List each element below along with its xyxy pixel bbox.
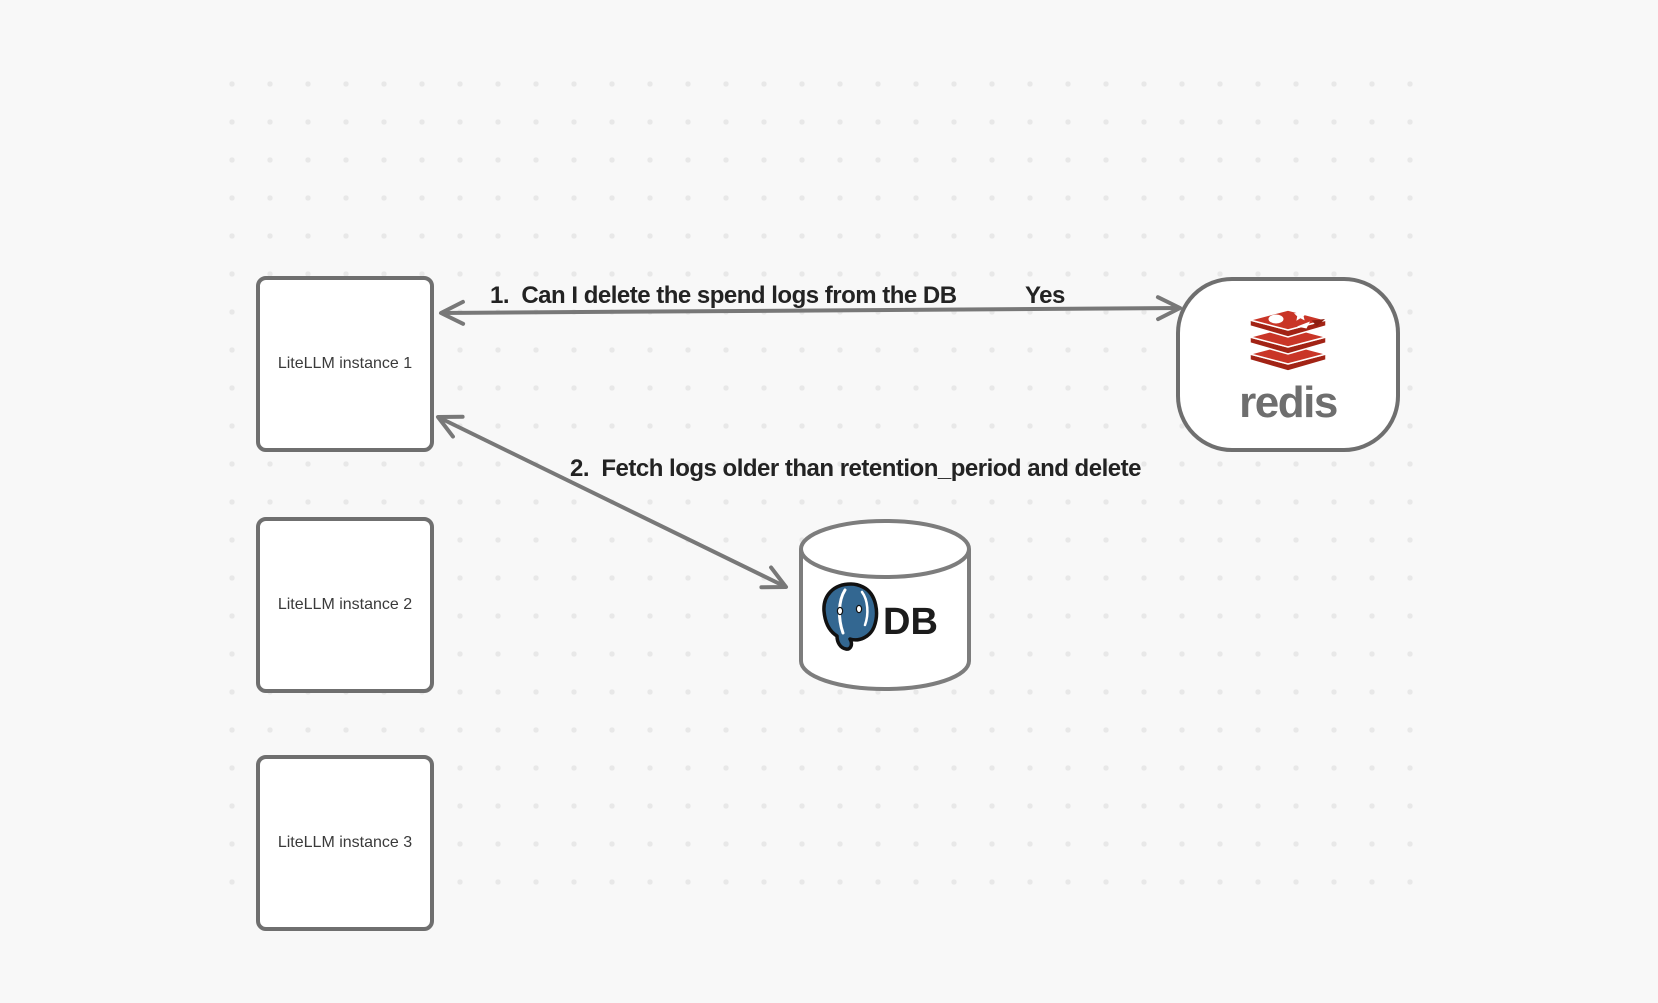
edge-1-answer: Yes	[1025, 282, 1065, 309]
postgresql-icon	[815, 581, 883, 658]
redis-logo-icon	[1247, 308, 1329, 379]
db-label: DB	[883, 601, 938, 643]
node-litellm-instance-3: LiteLLM instance 3	[256, 755, 434, 931]
edge-1-label: 1. Can I delete the spend logs from the …	[490, 282, 957, 309]
redis-wordmark: redis	[1239, 378, 1338, 427]
node-label: LiteLLM instance 3	[277, 834, 413, 851]
node-redis: redis	[1176, 277, 1400, 452]
node-litellm-instance-2: LiteLLM instance 2	[256, 517, 434, 693]
node-label: LiteLLM instance 2	[277, 596, 413, 613]
node-litellm-instance-1: LiteLLM instance 1	[256, 276, 434, 452]
node-label: LiteLLM instance 1	[277, 355, 413, 372]
node-database: DB	[797, 517, 973, 693]
edge-2-label: 2. Fetch logs older than retention_perio…	[570, 455, 1141, 482]
